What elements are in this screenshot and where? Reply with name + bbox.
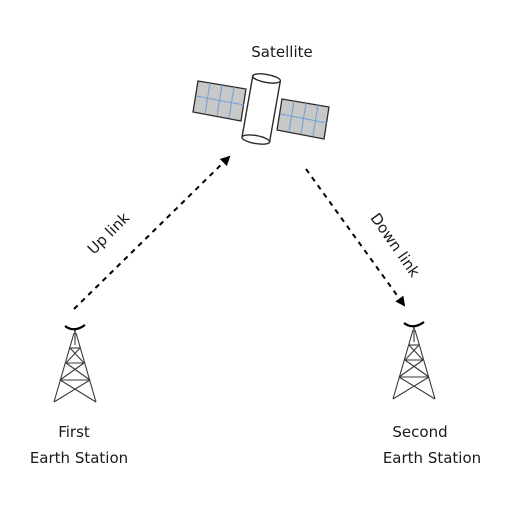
satellite-label: Satellite: [251, 43, 312, 61]
second-station-tower-icon: [392, 321, 436, 400]
first-station-label-line2: Earth Station: [30, 449, 128, 467]
first-station-tower-icon: [53, 324, 97, 403]
uplink-arrow: [73, 155, 231, 310]
uplink-label: Up link: [84, 209, 134, 259]
second-station-label-line2: Earth Station: [383, 449, 481, 467]
second-station-label-line1: Second: [392, 423, 447, 441]
satellite-body: [241, 73, 282, 145]
right-solar-panel: [276, 98, 330, 140]
first-station-label-line1: First: [58, 423, 90, 441]
satellite-icon: [192, 73, 330, 145]
downlink-arrow: [305, 168, 406, 307]
left-solar-panel: [192, 80, 247, 122]
downlink-label: Down link: [367, 210, 424, 281]
